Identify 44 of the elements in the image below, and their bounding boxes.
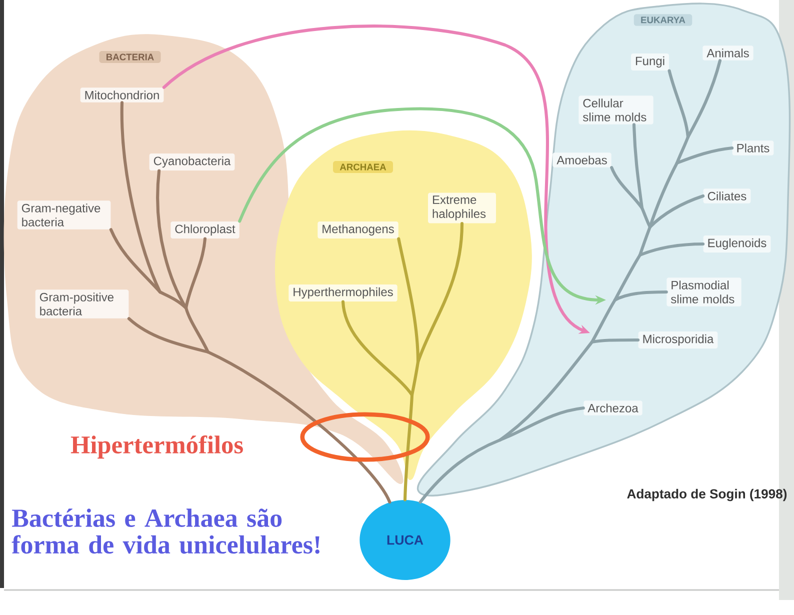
branch-line <box>397 237 420 364</box>
branch-line <box>498 406 585 442</box>
branch-line <box>156 169 188 310</box>
taxon-box: Plasmodial slime molds <box>666 278 742 306</box>
branch-line <box>640 206 652 229</box>
region-heading: EUKARYA <box>634 14 692 26</box>
taxon-box: Chloroplast <box>170 221 240 239</box>
taxon-box: Plants <box>732 140 774 156</box>
branch-line <box>410 360 420 397</box>
branch-line <box>668 69 690 139</box>
branch-line <box>341 300 414 397</box>
branch-line <box>184 237 207 310</box>
branch-line <box>590 338 640 344</box>
branch-line <box>418 438 502 504</box>
taxon-box: Cellular slime molds <box>578 96 654 124</box>
branch-line <box>610 166 644 210</box>
taxon-box: Euglenoids <box>703 235 771 253</box>
taxon-box: Archezoa <box>584 400 642 416</box>
taxon-box: Animals <box>702 46 754 60</box>
branch-line <box>109 228 162 294</box>
taxon-box: Gram-negative bacteria <box>17 200 111 230</box>
taxon-box: Methanogens <box>318 221 398 239</box>
taxon-box: Microsporidia <box>638 331 718 349</box>
branch-line <box>638 242 705 257</box>
branch-line <box>613 290 668 302</box>
source-credit: Adaptado de Sogin (1998) <box>627 488 787 502</box>
branch-line <box>686 59 722 139</box>
note-text: Bactérias e Archaea são forma de vida unicelulares! <box>12 508 320 554</box>
branch-line <box>632 123 644 210</box>
region-heading: ARCHAEA <box>333 161 393 173</box>
taxon-box: Ciliates <box>703 188 751 204</box>
taxon-box: Extreme halophiles <box>428 192 496 224</box>
taxon-box: Mitochondrion <box>80 88 164 102</box>
branch-line <box>206 350 392 504</box>
taxon-box: Amoebas <box>552 152 612 168</box>
taxon-box: Hyperthermophiles <box>288 284 398 302</box>
branch-line <box>403 393 414 502</box>
taxon-box: Fungi <box>630 53 669 71</box>
taxon-box: Gram-positive bacteria <box>35 290 129 318</box>
taxon-box: Cyanobacteria <box>149 153 235 171</box>
branch-line <box>127 317 210 354</box>
branch-line <box>675 146 734 165</box>
region-heading: BACTERIA <box>99 51 161 63</box>
annotation-text: Hipertermófilos <box>70 435 243 459</box>
